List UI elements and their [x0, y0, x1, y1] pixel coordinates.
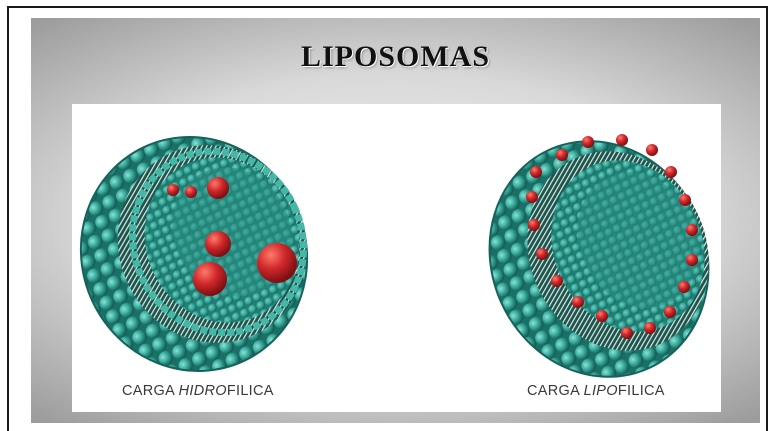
caption-lipophilic: CARGA LIPOFILICA	[527, 383, 665, 399]
liposome-lipophilic	[451, 105, 721, 412]
illustration-panel: CARGA HIDROFILICA CARGA LIPOFILICA	[72, 104, 721, 412]
cargo-molecule	[207, 177, 229, 199]
cargo-molecule	[185, 186, 197, 198]
liposome-illustrations	[72, 104, 721, 412]
cargo-molecule	[193, 262, 227, 296]
slide: LIPOSOMAS	[31, 18, 760, 423]
slide-title: LIPOSOMAS	[31, 40, 760, 74]
caption-hydrophilic: CARGA HIDROFILICA	[122, 383, 274, 399]
slide-frame: LIPOSOMAS	[7, 6, 768, 431]
cargo-molecule	[257, 243, 297, 283]
cargo-molecule	[167, 184, 179, 196]
liposome-hydrophilic	[72, 104, 345, 408]
cargo-molecule	[205, 231, 231, 257]
